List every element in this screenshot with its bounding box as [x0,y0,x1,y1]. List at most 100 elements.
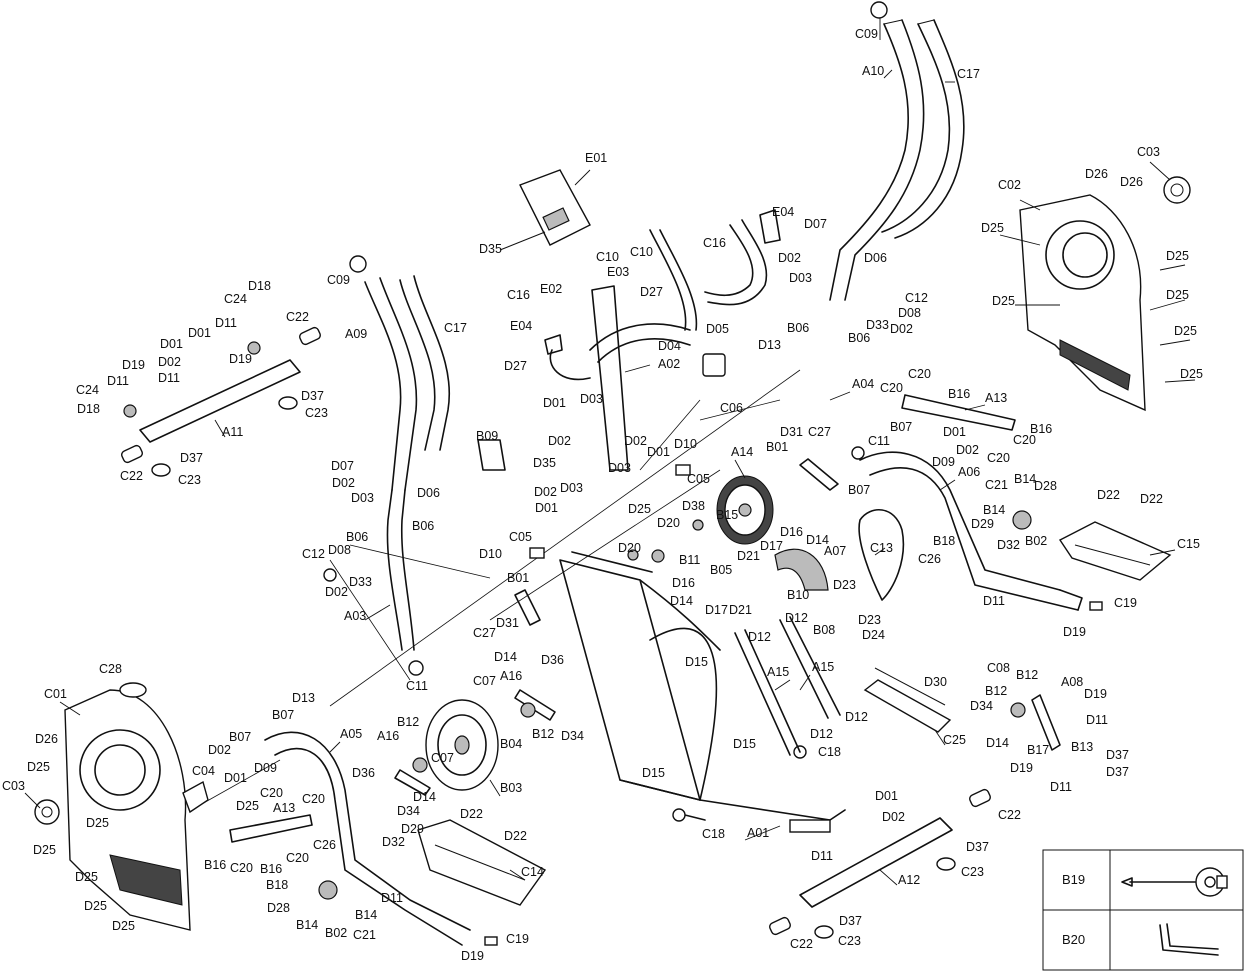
callout-c14: C14 [521,865,544,879]
callout-c18: C18 [702,827,725,841]
callout-d02: D02 [158,355,181,369]
callout-c11: C11 [406,679,428,693]
callout-b13: B13 [1071,740,1093,754]
callout-c02: C02 [998,178,1021,192]
callout-c20: C20 [1013,433,1036,447]
magnet-a07 [774,548,829,591]
main-frame-a01 [559,551,846,833]
callout-d28: D28 [1034,479,1057,493]
callout-c12: C12 [302,547,325,561]
callout-e04: E04 [772,205,794,219]
callout-a03: A03 [344,609,366,623]
callout-d01: D01 [160,337,183,351]
callout-d11: D11 [107,374,129,388]
callout-d15: D15 [642,766,665,780]
callout-d30: D30 [924,675,947,689]
callout-b07: B07 [848,483,870,497]
callout-c01: C01 [44,687,67,701]
callout-d37: D37 [1106,748,1129,762]
callout-d19: D19 [461,949,484,963]
callout-a02: A02 [658,357,680,371]
callout-d22: D22 [460,807,483,821]
callout-e03: E03 [607,265,629,279]
callout-c08: C08 [987,661,1010,675]
callout-d19: D19 [229,352,252,366]
callout-d22: D22 [1140,492,1163,506]
callout-d11: D11 [811,849,833,863]
callout-d37: D37 [301,389,324,403]
callout-d13: D13 [292,691,315,705]
callout-d26: D26 [1085,167,1108,181]
callout-b07: B07 [272,708,294,722]
callout-c20: C20 [302,792,325,806]
callout-d14: D14 [413,790,436,804]
callout-c10: C10 [596,250,619,264]
callout-d01: D01 [188,326,211,340]
callout-d02: D02 [332,476,355,490]
rear-stabilizer-a12 [769,788,991,939]
callout-b17: B17 [1027,743,1049,757]
connecting-arm-a13-right [901,394,1016,431]
callout-d02: D02 [534,485,557,499]
callout-d18: D18 [77,402,100,416]
callout-c07: C07 [431,751,454,765]
callout-b14: B14 [296,918,318,932]
callout-d14: D14 [986,736,1009,750]
callout-c05: C05 [509,530,532,544]
callout-c26: C26 [918,552,941,566]
callout-c20: C20 [260,786,283,800]
callout-d38: D38 [682,499,705,513]
callout-d20: D20 [657,516,680,530]
callout-c15: C15 [1177,537,1200,551]
callout-d11: D11 [381,891,403,905]
callout-d22: D22 [504,829,527,843]
callout-d22: D22 [1097,488,1120,502]
legend-code-b20: B20 [1062,932,1085,947]
callout-a04: A04 [852,377,874,391]
callout-d37: D37 [1106,765,1129,779]
callout-b04: B04 [500,737,522,751]
callout-d04: D04 [658,339,681,353]
callout-b18: B18 [266,878,288,892]
right-pedal-c15 [1058,521,1172,581]
callout-d12: D12 [810,727,833,741]
link-a08 [1031,694,1061,751]
callout-d32: D32 [997,538,1020,552]
grip-c16 [549,219,768,381]
callout-d02: D02 [890,322,913,336]
callout-c16: C16 [703,236,726,250]
callout-d37: D37 [839,914,862,928]
callout-c21: C21 [985,478,1008,492]
callout-d11: D11 [1050,780,1072,794]
tool-legend: B19 B20 [1042,849,1244,971]
leader-lines [24,18,1196,886]
callout-d35: D35 [479,242,502,256]
callout-c19: C19 [506,932,529,946]
callout-d26: D26 [1120,175,1143,189]
callout-b16: B16 [1030,422,1052,436]
callout-d03: D03 [608,461,631,475]
callout-c10: C10 [630,245,653,259]
callout-d10: D10 [674,437,697,451]
link-a16 [394,689,556,796]
callout-c23: C23 [305,406,328,420]
callout-c27: C27 [473,626,496,640]
callout-c12: C12 [905,291,928,305]
callout-d01: D01 [875,789,898,803]
callout-d16: D16 [780,525,803,539]
callout-c22: C22 [286,310,309,324]
callout-d31: D31 [780,425,803,439]
callout-c06: C06 [720,401,743,415]
callout-d01: D01 [224,771,247,785]
callout-b14: B14 [1014,472,1036,486]
callout-d11: D11 [983,594,1005,608]
callout-d16: D16 [672,576,695,590]
callout-d25: D25 [33,843,56,857]
callout-d28: D28 [267,901,290,915]
callout-c20: C20 [908,367,931,381]
callout-d34: D34 [397,804,420,818]
callout-d36: D36 [541,653,564,667]
callout-d25: D25 [1180,367,1203,381]
